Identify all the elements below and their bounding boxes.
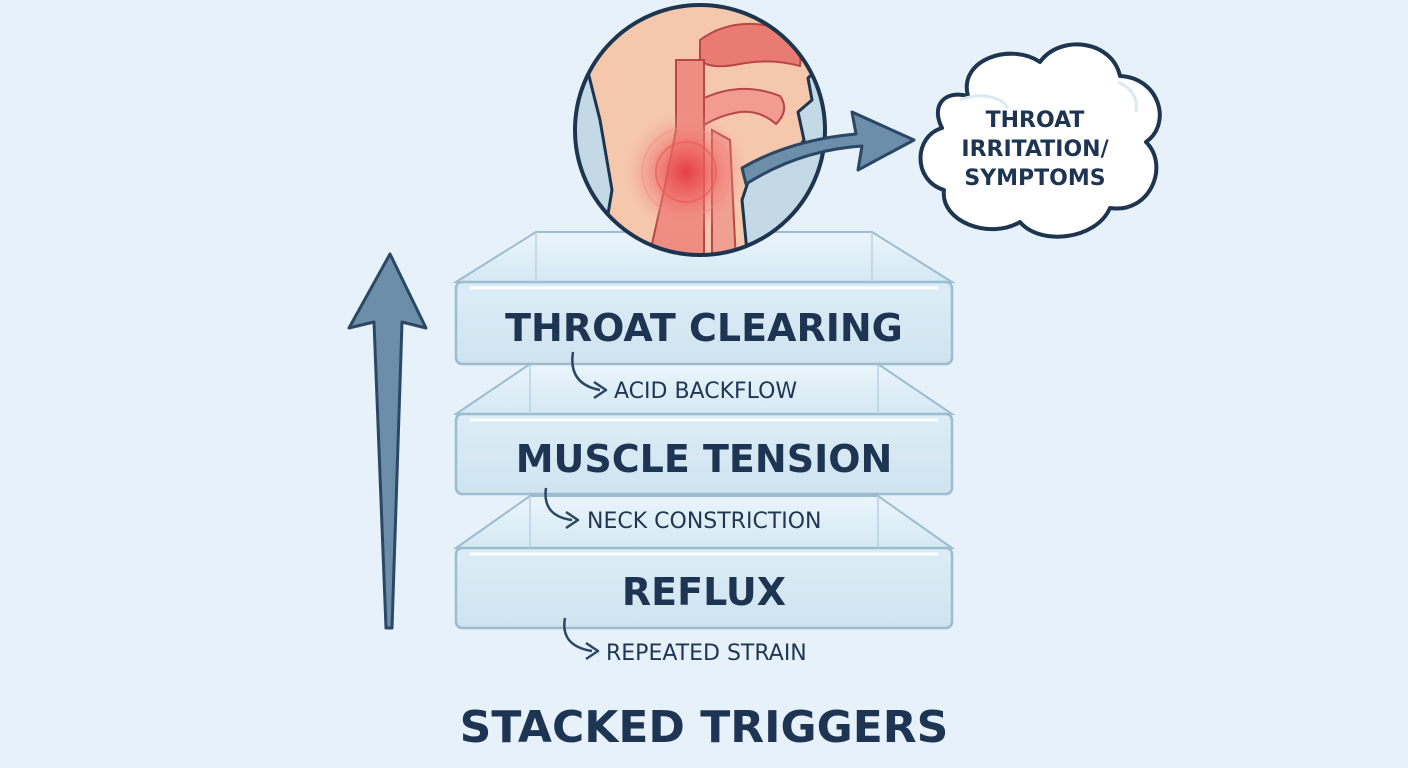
hook-arrow-icon [571,351,608,400]
upward-arrow-icon [347,252,428,630]
layer-slab-top [452,231,956,366]
layer-label-muscle-tension: MUSCLE TENSION [516,437,893,481]
throat-anatomy-icon [573,3,827,257]
outcome-line-1: THROAT [986,108,1085,133]
outcome-line-3: SYMPTOMS [964,166,1105,191]
hook-arrow-icon [544,487,580,530]
layer-note-neck-constriction: NECK CONSTRICTION [587,509,822,534]
layer-label-throat-clearing: THROAT CLEARING [505,306,903,350]
layer-slab-bottom [452,495,956,630]
outcome-line-2: IRRITATION/ [961,137,1109,162]
layer-slab-middle [452,363,956,496]
diagram-title: STACKED TRIGGERS [460,702,949,753]
layer-note-repeated-strain: REPEATED STRAIN [606,641,807,666]
layer-label-reflux: REFLUX [622,570,786,614]
curved-arrow-icon [740,110,916,186]
thought-cloud-icon [918,42,1162,239]
layer-note-acid-backflow: ACID BACKFLOW [614,379,797,404]
hook-arrow-icon [563,617,600,661]
